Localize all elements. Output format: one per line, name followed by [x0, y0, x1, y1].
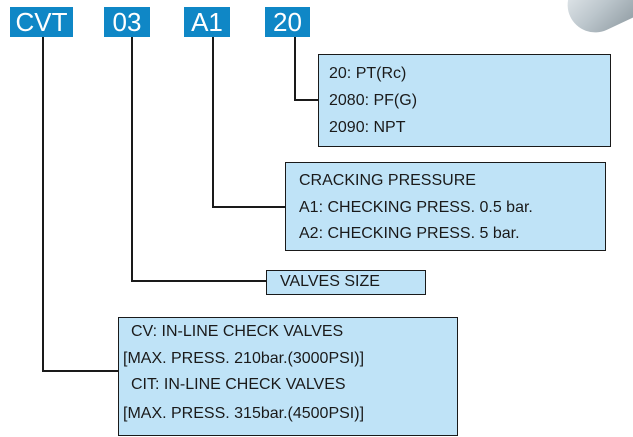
type-line-cit: CIT: IN-LINE CHECK VALVES: [131, 376, 346, 393]
pressure-title: CRACKING PRESSURE: [299, 172, 476, 189]
cracking-pressure-box: CRACKING PRESSURE A1: CHECKING PRESS. 0.…: [285, 162, 606, 251]
connector-pressure-vertical: [212, 37, 214, 208]
connector-thread-horizontal: [294, 99, 319, 101]
valve-type-box: CV: IN-LINE CHECK VALVES [MAX. PRESS. 21…: [118, 317, 458, 436]
connector-thread-vertical: [294, 37, 296, 101]
connector-pressure-horizontal: [212, 206, 286, 208]
connector-size-horizontal: [131, 280, 268, 282]
type-line-cv: CV: IN-LINE CHECK VALVES: [131, 323, 344, 340]
connector-type-vertical: [42, 37, 44, 372]
code-tag-thread: 20: [265, 7, 310, 37]
thread-line-2: 2080: PF(G): [329, 92, 418, 109]
code-tag-size: 03: [104, 7, 150, 37]
valve-product-image: [558, 0, 633, 42]
code-tag-pressure: A1: [184, 7, 230, 37]
pressure-option-a1: A1: CHECKING PRESS. 0.5 bar.: [299, 199, 533, 216]
connector-type-horizontal: [42, 370, 119, 372]
connector-size-vertical: [131, 37, 133, 282]
size-label: VALVES SIZE: [280, 273, 380, 290]
type-line-cv-pressure: [MAX. PRESS. 210bar.(3000PSI)]: [123, 350, 365, 367]
thread-line-1: 20: PT(Rc): [329, 65, 407, 82]
thread-type-box: 20: PT(Rc) 2080: PF(G) 2090: NPT: [318, 54, 611, 147]
valves-size-box: VALVES SIZE: [266, 270, 426, 295]
thread-line-3: 2090: NPT: [329, 119, 406, 136]
code-tag-type: CVT: [10, 7, 73, 37]
pressure-option-a2: A2: CHECKING PRESS. 5 bar.: [299, 225, 520, 242]
type-line-cit-pressure: [MAX. PRESS. 315bar.(4500PSI)]: [123, 405, 365, 422]
